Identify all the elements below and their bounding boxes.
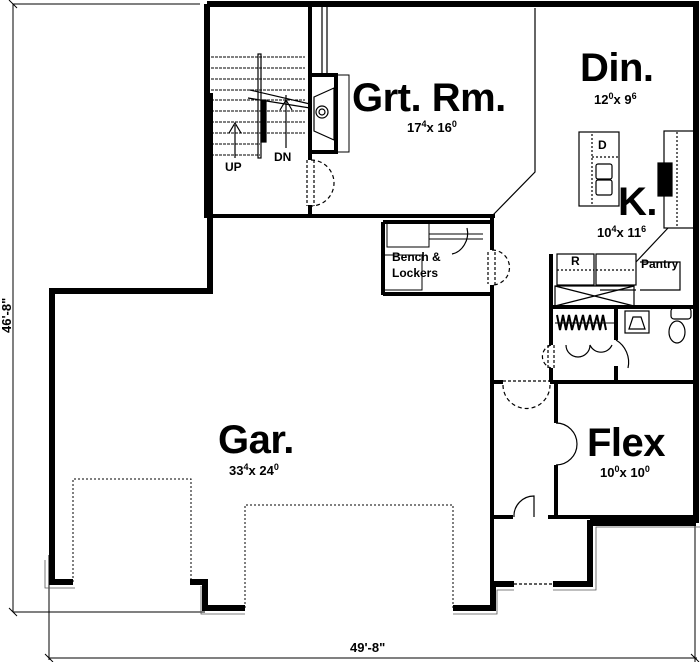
great-room-label: Grt. Rm. [352, 76, 506, 120]
kitchen-dimensions: 104x 116 [597, 224, 647, 240]
pantry-label: Pantry [641, 257, 679, 271]
doors [306, 159, 630, 585]
exterior-walls [49, 1, 699, 611]
closet-hangers [555, 314, 616, 331]
dining-dimensions: 120x 96 [594, 91, 637, 107]
dining-label: Din. [580, 46, 654, 90]
stairs-up-label: UP [225, 160, 242, 174]
overall-depth-dimension: 46'-8" [0, 297, 14, 333]
overall-width-dimension: 49'-8" [350, 640, 386, 655]
flex-dimensions: 100x 100 [600, 464, 650, 480]
flex-label: Flex [587, 421, 666, 465]
great-room-dimensions: 174x 160 [407, 119, 457, 135]
bench-lockers-label-line2: Lockers [392, 266, 439, 280]
thin-lines [321, 6, 681, 291]
stair-rail [228, 53, 311, 159]
kitchen-label: K. [618, 180, 658, 224]
dishwasher-label: D [598, 138, 607, 152]
garage-dimensions: 334x 240 [229, 462, 279, 478]
bench-lockers [383, 221, 483, 291]
fireplace [308, 73, 350, 154]
dimension-lines [8, 0, 700, 662]
stairs-down-label: DN [274, 150, 292, 164]
bench-lockers-label-line1: Bench & [392, 250, 441, 264]
refrigerator-label: R [571, 254, 580, 268]
garage-doors [72, 478, 454, 608]
interior-walls [207, 4, 696, 584]
garage-label: Gar. [218, 418, 294, 462]
kitchen-fixtures [554, 130, 697, 344]
foundation-ledges [44, 526, 700, 615]
